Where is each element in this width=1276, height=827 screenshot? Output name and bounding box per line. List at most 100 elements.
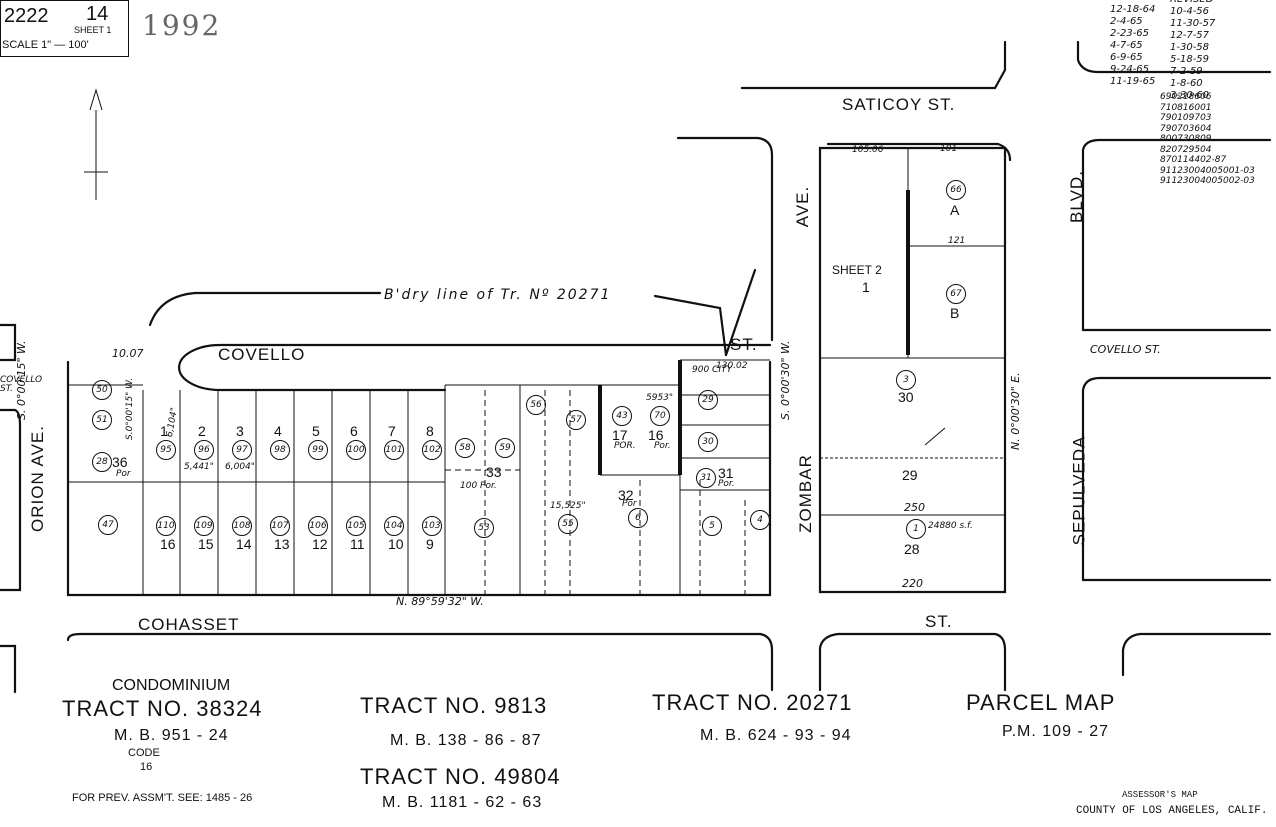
- saticoy-north-edge: [740, 40, 1007, 90]
- saticoy-south-east-curb: [826, 142, 1012, 162]
- tract-49804-title: TRACT NO. 49804: [360, 764, 561, 789]
- revision-entry: 12-7-57: [1170, 30, 1210, 41]
- top-parcel-circle: 98: [270, 440, 290, 460]
- top-parcel-circle: 102: [422, 440, 442, 460]
- revision-entry: 710816001: [1160, 102, 1212, 113]
- bottom-lot-number: 16: [160, 536, 176, 552]
- lot-33-por: 100 Por.: [460, 481, 497, 491]
- east-dim-121: 121: [948, 236, 966, 246]
- east-dim-250: 250: [904, 501, 925, 514]
- revision-entry: 790703604: [1160, 123, 1212, 134]
- tract-20271-title: TRACT NO. 20271: [652, 690, 853, 715]
- area-6004: 6,004": [225, 462, 255, 472]
- lot-36: 36: [112, 454, 128, 470]
- assessor-map-label: ASSESSOR'S MAP: [1122, 790, 1198, 800]
- revision-entry: 820729504: [1160, 144, 1212, 155]
- zombar-avenue-label: ZOMBAR: [795, 454, 815, 533]
- east-lot-29: 29: [902, 467, 918, 483]
- bearing-inner: S.0°00'15" W.: [125, 377, 135, 440]
- revision-entry: 12-18-64: [1110, 4, 1156, 15]
- orion-avenue-label: ORION AVE.: [28, 425, 47, 532]
- east-lot-b: B: [950, 305, 960, 321]
- bearing-zombar-west: S. 0°00'30" W.: [779, 340, 792, 420]
- parcel-30-circle: 30: [698, 432, 718, 452]
- covello-st-label: ST.: [730, 335, 758, 354]
- east-lot-30: 30: [898, 389, 914, 405]
- revision-entry: 1-30-58: [1170, 42, 1210, 53]
- bottom-lot-number: 14: [236, 536, 252, 552]
- covello-street-label: COVELLO: [218, 345, 306, 364]
- east-area-28: 24880 s.f.: [928, 521, 973, 531]
- dim-10-07: 10.07: [112, 347, 144, 360]
- parcel-70-circle: 70: [650, 406, 670, 426]
- area-5953: 5953": [646, 393, 674, 403]
- revision-entry: 800730809: [1160, 134, 1212, 144]
- top-lot-number: 3: [236, 423, 244, 439]
- revision-entry: 6-9-65: [1110, 52, 1143, 63]
- map-year: 1992: [142, 9, 222, 42]
- parcel-56-circle: 56: [526, 395, 546, 415]
- revision-entry: 2-23-65: [1110, 28, 1150, 39]
- parcel-50-circle: 50: [92, 380, 112, 400]
- bottom-lot-number: 13: [274, 536, 290, 552]
- top-lot-number: 7: [388, 423, 396, 439]
- revision-entry: REVISED: [1170, 0, 1215, 6]
- lot-32-por: Por: [622, 499, 637, 509]
- revision-entry: 10-4-56: [1170, 6, 1210, 17]
- lot-31: 31: [718, 465, 734, 481]
- block-west-outline: [66, 360, 772, 597]
- east-lot-a: A: [950, 202, 960, 218]
- east-parcel-66-circle: 66: [946, 180, 966, 200]
- revision-entry: 1-8-60: [1170, 78, 1203, 89]
- map-book-number: 2222: [4, 5, 49, 27]
- revision-entry: 11-30-57: [1170, 18, 1216, 29]
- revision-entry: 790109703: [1160, 113, 1212, 123]
- sheet2-label: SHEET 2: [832, 263, 882, 277]
- revision-entry: 690218606: [1160, 92, 1212, 102]
- parcel-29-circle: 29: [698, 390, 718, 410]
- area-5441: 5,441": [184, 462, 214, 472]
- saticoy-street-label: SATICOY ST.: [842, 95, 956, 114]
- bottom-parcel-circle: 106: [308, 516, 328, 536]
- code-label: CODE: [128, 747, 160, 759]
- parcel-map-book: P.M. 109 - 27: [1002, 723, 1109, 740]
- east-parcel-1-circle: 1: [906, 519, 926, 539]
- parcel-6-circle: 6: [628, 508, 648, 528]
- bottom-parcel-circle: 107: [270, 516, 290, 536]
- top-parcel-circle: 95: [156, 440, 176, 460]
- east-lot-28: 28: [904, 541, 920, 557]
- east-parcel-3-circle: 3: [896, 370, 916, 390]
- map-number-box: [0, 0, 129, 57]
- condominium-label: CONDOMINIUM: [112, 677, 231, 694]
- bottom-parcel-circle: 110: [156, 516, 176, 536]
- revision-entry: 5-18-59: [1170, 54, 1210, 65]
- tract-9813-book: M. B. 138 - 86 - 87: [390, 732, 542, 749]
- code-value: 16: [140, 761, 153, 773]
- saticoy-south-west-curb: [676, 136, 774, 342]
- bottom-parcel-circle: 109: [194, 516, 214, 536]
- zombar-ave-label: AVE.: [793, 185, 813, 228]
- top-parcel-circle: 101: [384, 440, 404, 460]
- lot-31-por: Por.: [718, 479, 735, 489]
- revision-entry: 2-4-65: [1110, 16, 1143, 27]
- block-east-outline: [818, 146, 1007, 594]
- scale-label: SCALE 1" — 100': [2, 39, 89, 51]
- map-page-number: 14: [86, 3, 109, 25]
- bearing-cohasset: N. 89°59'32" W.: [396, 595, 484, 608]
- covello-east-label: COVELLO ST.: [1090, 343, 1161, 356]
- tract-49804-book: M. B. 1181 - 62 - 63: [382, 794, 543, 811]
- east-dim-101: 101: [940, 144, 958, 154]
- revision-entry: 11-19-65: [1110, 76, 1156, 87]
- top-parcel-circle: 99: [308, 440, 328, 460]
- parcel-47-circle: 47: [98, 515, 118, 535]
- lot-16: 16: [648, 427, 664, 443]
- parcel-5-circle: 5: [702, 516, 722, 536]
- revision-entry: 3-30-60: [1170, 90, 1210, 101]
- bearing-orion: S. 0°00'15" W.: [15, 340, 28, 420]
- lot-36-por: Por: [116, 469, 131, 479]
- dim-130-02: 130.02: [716, 361, 748, 371]
- top-parcel-circle: 100: [346, 440, 366, 460]
